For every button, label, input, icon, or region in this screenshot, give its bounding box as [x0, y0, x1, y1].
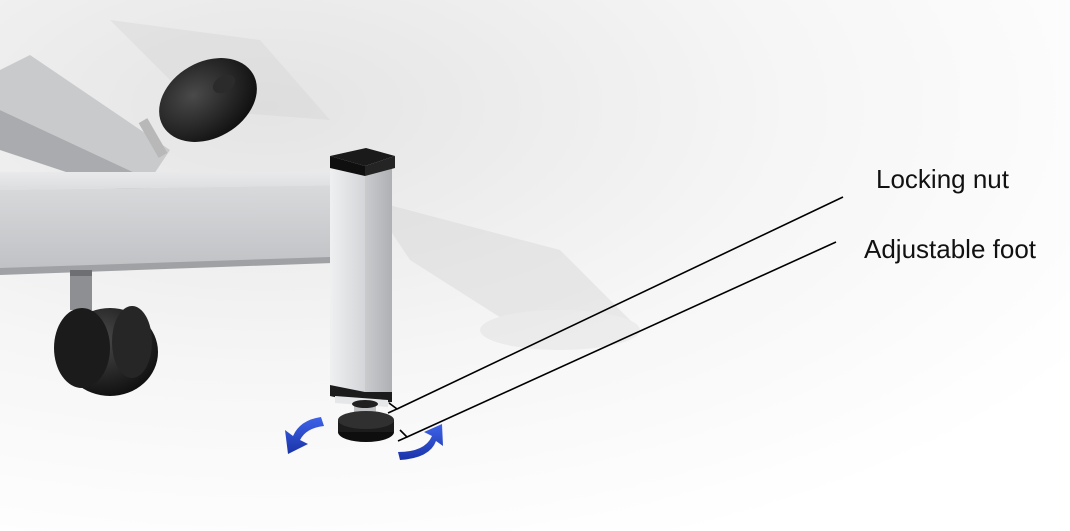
adjustable-foot-label: Adjustable foot — [864, 234, 1037, 264]
locking-nut-arrowhead-icon — [387, 402, 399, 414]
locking-nut — [352, 400, 378, 408]
callout-leader-lines — [387, 196, 844, 442]
locking-nut-label: Locking nut — [876, 164, 1009, 194]
caster-wheel — [54, 270, 158, 396]
frame-beam — [0, 160, 360, 275]
locking-nut-leader-line — [396, 196, 844, 410]
rotation-arrow-right-icon — [398, 424, 443, 460]
adjustable-foot-assembly — [338, 400, 394, 442]
rear-glide-foot — [138, 58, 257, 158]
rotation-arrow-left-icon — [285, 417, 324, 454]
adjustable-foot-leader-line — [406, 241, 837, 438]
adjustable-foot-arrowhead-icon — [397, 429, 409, 442]
square-leg — [330, 148, 395, 407]
